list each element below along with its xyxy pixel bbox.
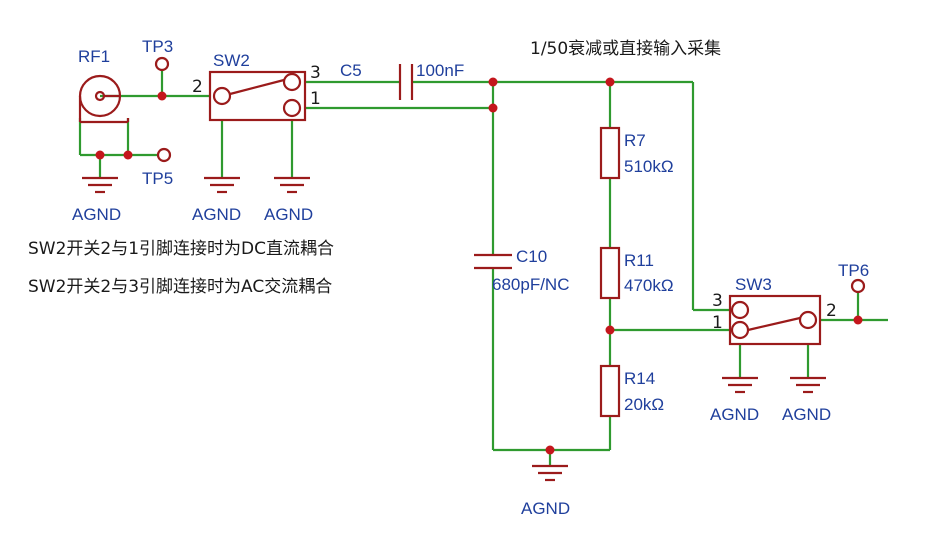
r14-label: R14 — [624, 369, 655, 388]
sw3-label: SW3 — [735, 275, 772, 294]
ground-rf1 — [82, 176, 118, 194]
rf1-connector — [78, 74, 130, 124]
sw3-pin3: 3 — [712, 291, 723, 311]
r11-resistor — [599, 246, 621, 300]
c5-value: 100nF — [416, 61, 464, 80]
sw3-pin2: 2 — [826, 301, 837, 321]
c5-label: C5 — [340, 61, 362, 80]
tp6-testpoint — [850, 278, 866, 294]
sw2-pin1: 1 — [310, 89, 321, 109]
r14-resistor — [599, 364, 621, 418]
ground-sw2-right — [274, 176, 310, 194]
ground-label-sw3-left: AGND — [710, 405, 759, 424]
r11-value: 470kΩ — [624, 276, 674, 295]
r14-value: 20kΩ — [624, 395, 664, 414]
note-ac-coupling: SW2开关2与3引脚连接时为AC交流耦合 — [28, 277, 332, 297]
ground-label-sw3-right: AGND — [782, 405, 831, 424]
tp3-testpoint — [154, 56, 170, 72]
ground-sw3-right — [790, 376, 826, 394]
c10-label: C10 — [516, 247, 547, 266]
sw2-pin2: 2 — [192, 77, 203, 97]
tp3-label: TP3 — [142, 37, 173, 56]
ground-sw3-left — [722, 376, 758, 394]
sw2-switch — [208, 70, 307, 122]
ground-label-bottom: AGND — [521, 499, 570, 518]
sw3-switch — [728, 294, 822, 346]
r7-value: 510kΩ — [624, 157, 674, 176]
ground-sw2-left — [204, 176, 240, 194]
title-text: 1/50衰减或直接输入采集 — [530, 39, 721, 59]
sw3-pin1: 1 — [712, 313, 723, 333]
sw2-label: SW2 — [213, 51, 250, 70]
c5-capacitor — [398, 64, 414, 100]
rf1-label: RF1 — [78, 47, 110, 66]
tp5-label: TP5 — [142, 169, 173, 188]
c10-value: 680pF/NC — [492, 275, 569, 294]
note-dc-coupling: SW2开关2与1引脚连接时为DC直流耦合 — [28, 239, 334, 259]
junction-dots — [95, 77, 863, 455]
sw2-pin3: 3 — [310, 63, 321, 83]
tp6-label: TP6 — [838, 261, 869, 280]
r7-resistor — [599, 126, 621, 180]
ground-label-sw2-left: AGND — [192, 205, 241, 224]
ground-label-sw2-right: AGND — [264, 205, 313, 224]
wires — [78, 70, 888, 466]
r7-label: R7 — [624, 131, 646, 150]
c10-capacitor — [474, 253, 512, 270]
ground-label-rf1: AGND — [72, 205, 121, 224]
ground-bottom — [532, 464, 568, 482]
tp5-testpoint — [156, 147, 172, 163]
r11-label: R11 — [624, 251, 654, 270]
